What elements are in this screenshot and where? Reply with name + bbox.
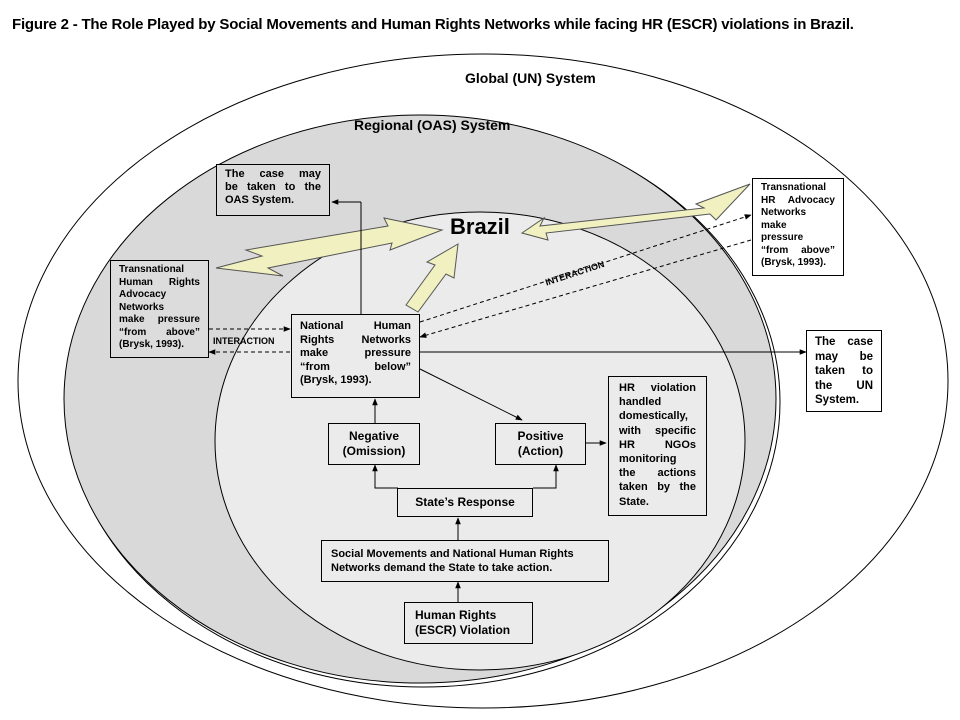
- box-positive-action: Positive (Action): [495, 423, 586, 465]
- box-line: System.: [815, 394, 860, 406]
- box-line: make: [761, 219, 787, 231]
- figure-title: Figure 2 - The Role Played by Social Mov…: [12, 16, 854, 33]
- box-line: The case may: [225, 168, 321, 180]
- box-line: be taken to the: [225, 181, 321, 193]
- box-line: (Brysk, 1993).: [300, 374, 372, 386]
- box-oas-case: The case may be taken to the OAS System.: [216, 164, 330, 216]
- box-line: (Brysk, 1993).: [119, 339, 185, 350]
- box-line: monitoring: [619, 453, 677, 466]
- box-line: (Action): [517, 444, 564, 458]
- box-line: domestically,: [619, 410, 688, 423]
- box-line: the actions: [619, 467, 696, 480]
- box-line: Positive: [517, 429, 564, 443]
- box-line: Social Movements and National Human Righ…: [331, 548, 574, 560]
- box-line: The case: [815, 336, 873, 348]
- dashed-national-to-right: [419, 214, 752, 323]
- box-line: Human Rights: [119, 276, 200, 288]
- state-response-branch-right: [533, 464, 559, 489]
- box-line: Networks: [119, 301, 165, 313]
- box-line: handled: [619, 396, 662, 409]
- box-line: Rights Networks: [300, 333, 411, 346]
- box-un-case: The case may be taken to the UN System.: [806, 330, 882, 412]
- box-line: taken by the: [619, 481, 696, 494]
- box-line: “from below”: [300, 360, 411, 373]
- box-line: HR Advocacy: [761, 194, 835, 206]
- box-line: Transnational: [761, 182, 827, 193]
- box-states-response: State’s Response: [397, 488, 533, 517]
- box-line: “from above”: [761, 244, 835, 256]
- box-line: State’s Response: [415, 495, 515, 509]
- box-line: National Human: [300, 320, 411, 332]
- global-system-label: Global (UN) System: [465, 70, 596, 86]
- box-line: OAS System.: [225, 194, 295, 206]
- box-line: (Brysk, 1993).: [761, 257, 827, 268]
- box-national-networks: National Human Rights Networks make pres…: [291, 314, 420, 398]
- box-line: “from above”: [119, 326, 200, 338]
- regional-system-label: Regional (OAS) System: [354, 117, 511, 133]
- state-response-branch: [372, 464, 398, 489]
- box-hr-violation: Human Rights (ESCR) Violation: [404, 602, 533, 644]
- box-line: Networks: [761, 207, 807, 218]
- brazil-label: Brazil: [450, 214, 510, 239]
- box-line: Networks demand the State to take action…: [331, 562, 553, 574]
- arrow-national-to-positive: [419, 368, 523, 421]
- box-line: Transnational: [119, 264, 185, 275]
- big-arrow-left-to-brazil: [215, 217, 444, 277]
- box-line: (Omission): [342, 444, 406, 458]
- box-line: make pressure: [119, 314, 200, 325]
- box-line: with specific: [619, 424, 696, 437]
- box-line: State.: [619, 495, 649, 508]
- box-handled-domestically: HR violation handled domestically, with …: [608, 376, 707, 516]
- box-line: may be: [815, 350, 873, 363]
- big-arrow-right-to-brazil: [520, 183, 751, 241]
- box-line: make pressure: [300, 347, 411, 359]
- box-line: Advocacy: [119, 289, 167, 300]
- box-social-movements: Social Movements and National Human Righ…: [321, 540, 609, 582]
- box-line: Human Rights: [415, 608, 497, 622]
- box-line: Negative: [348, 429, 400, 443]
- box-transnational-right: Transnational HR Advocacy Networks make …: [752, 178, 844, 276]
- interaction-label-left: INTERACTION: [213, 336, 275, 346]
- box-line: the UN: [815, 379, 873, 392]
- box-line: (ESCR) Violation: [415, 623, 511, 637]
- box-line: pressure: [761, 232, 804, 243]
- box-line: taken to: [815, 365, 873, 377]
- box-negative-omission: Negative (Omission): [328, 423, 420, 465]
- box-line: HR violation: [619, 382, 696, 394]
- dashed-right-to-national: [419, 239, 752, 338]
- box-transnational-left: Transnational Human Rights Advocacy Netw…: [110, 260, 209, 358]
- big-arrow-bottom-to-brazil: [405, 243, 459, 313]
- box-line: HR NGOs: [619, 438, 696, 451]
